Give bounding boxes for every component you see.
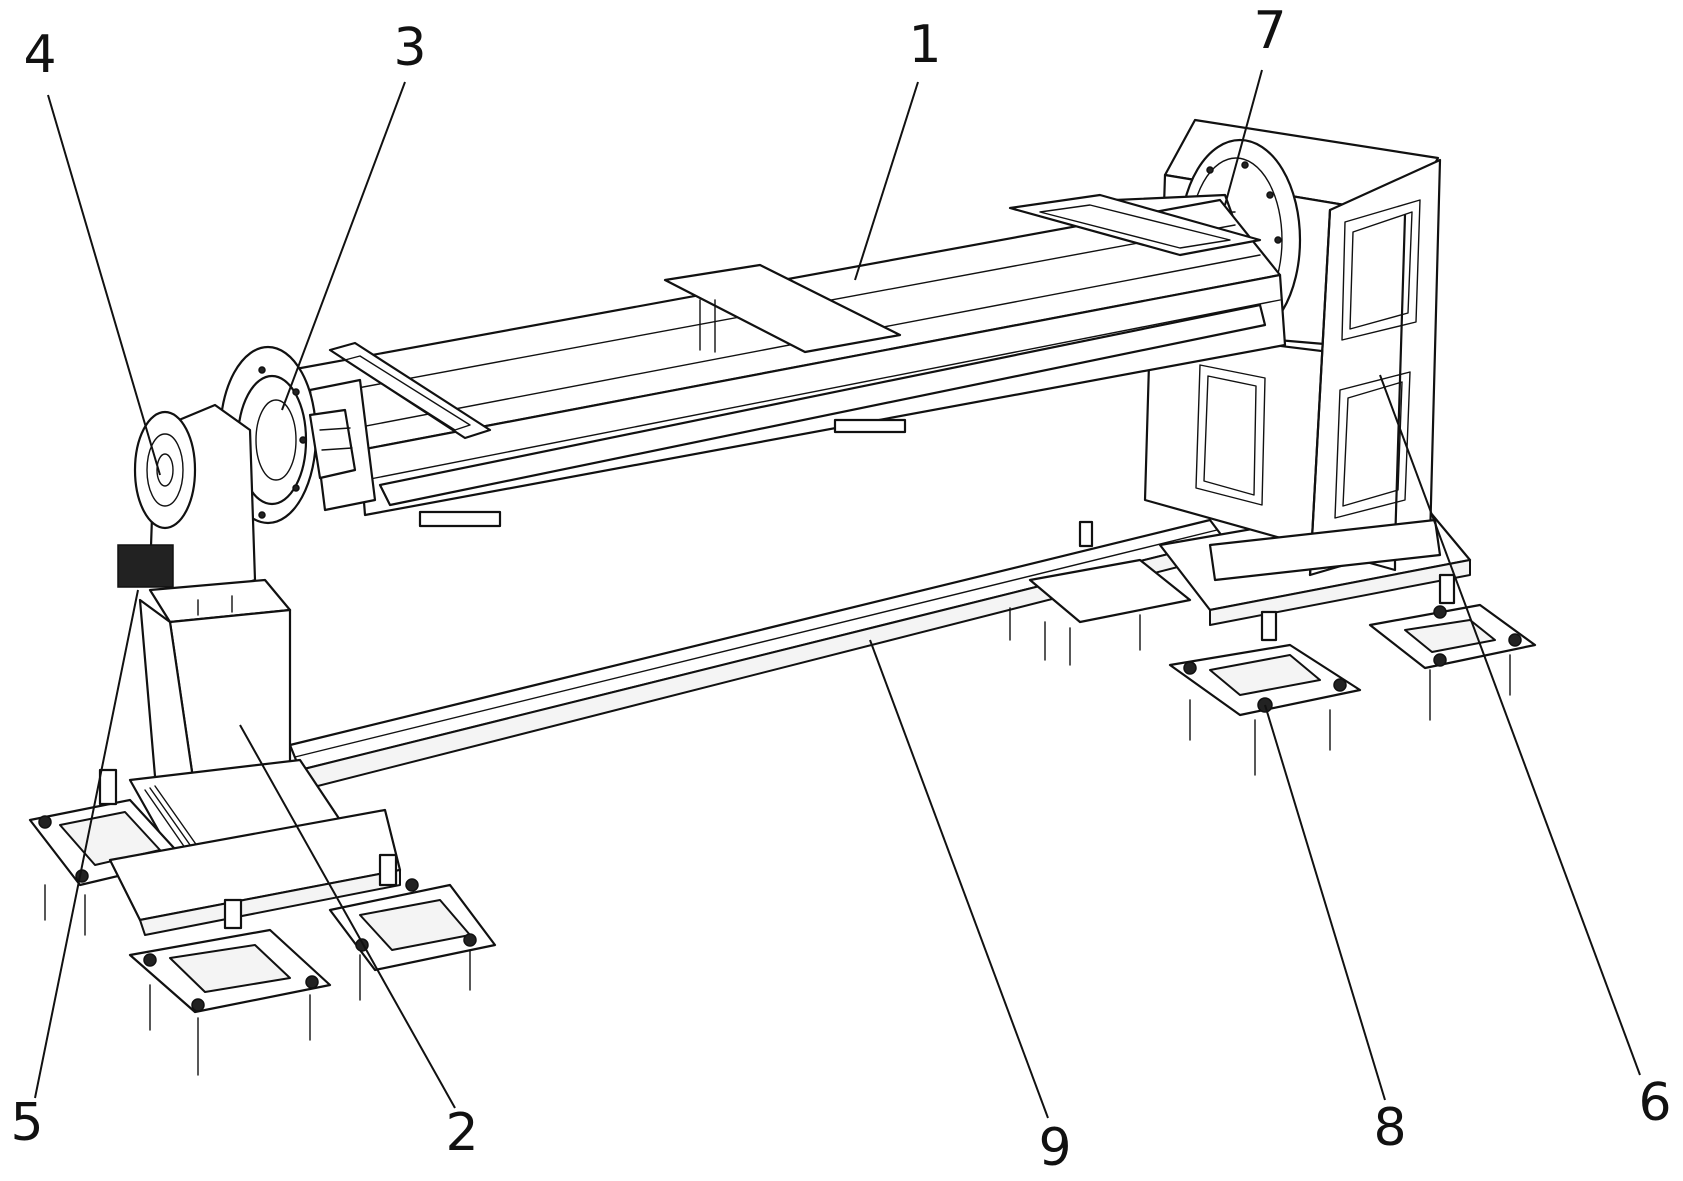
- leader-line-2: [239, 724, 456, 1109]
- callout-7: 7: [1253, 1, 1286, 61]
- leader-line-5: [34, 589, 139, 1099]
- callout-4: 4: [23, 25, 56, 85]
- leader-line-8: [1264, 704, 1386, 1101]
- callout-5: 5: [10, 1093, 43, 1153]
- callout-1: 1: [908, 15, 941, 75]
- callout-3: 3: [393, 18, 426, 78]
- leader-line-3: [281, 81, 406, 411]
- callout-labels: 1 2 3 4 5 6 7 8 9: [10, 1, 1671, 1178]
- main-frame: [288, 193, 1287, 528]
- leader-line-1: [854, 81, 919, 281]
- left-pedestal: [117, 544, 342, 862]
- leader-line-4: [47, 94, 161, 476]
- callout-6: 6: [1638, 1073, 1671, 1133]
- leader-line-6: [1379, 374, 1641, 1076]
- left-flange: [218, 345, 357, 525]
- leader-line-9: [869, 639, 1049, 1119]
- callout-8: 8: [1373, 1098, 1406, 1158]
- left-foundation: [28, 768, 497, 1076]
- callout-9: 9: [1038, 1118, 1071, 1178]
- base-rail: [288, 518, 1227, 791]
- callout-2: 2: [445, 1103, 478, 1163]
- leader-line-7: [1224, 69, 1263, 206]
